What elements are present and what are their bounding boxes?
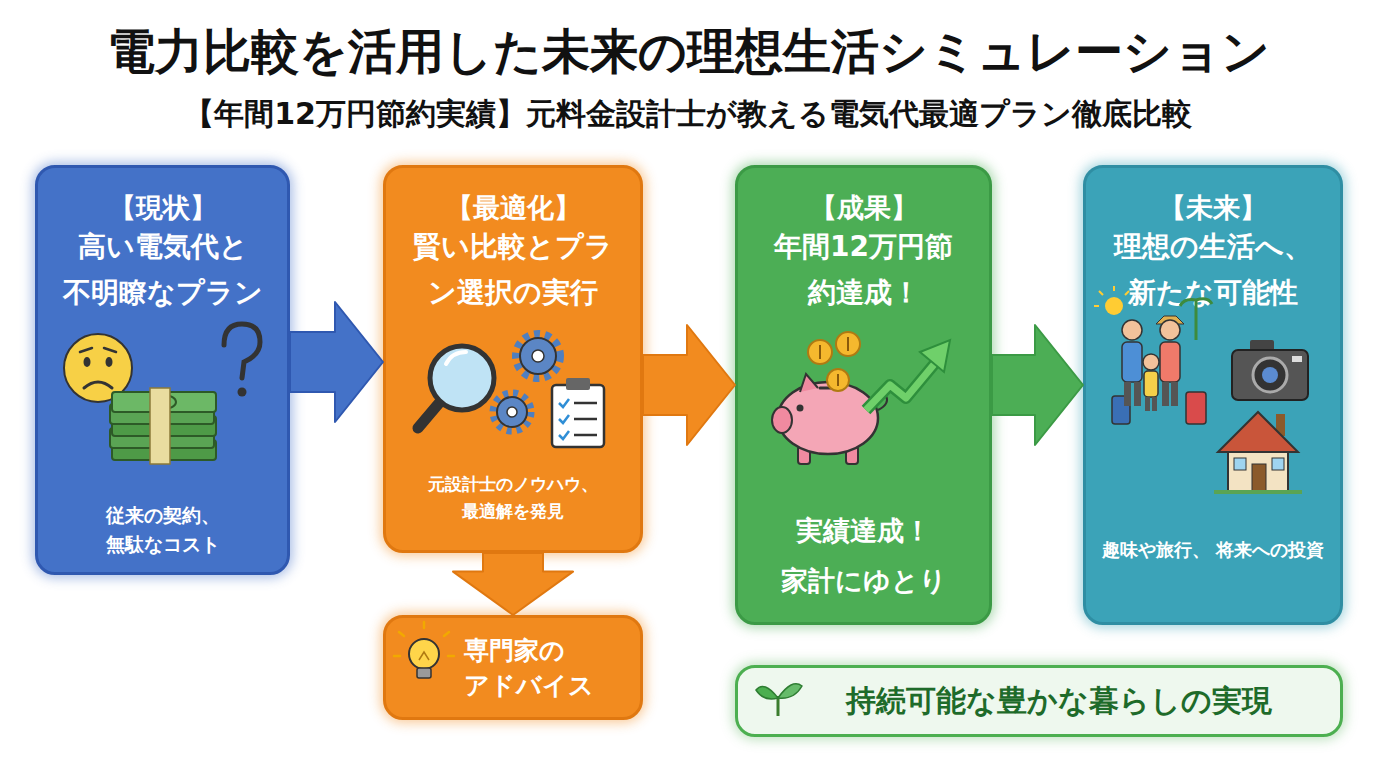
node-heading: 【最適化】 [386,190,640,225]
process-box: 【最適化】賢い比較とプラン選択の実行元設計士のノウハウ、 最適解を発見 [383,165,643,553]
node-heading: 【現状】 [38,190,287,225]
node-text: 賢い比較とプラン選択の実行 [386,224,640,316]
node-text: 高い電気代と 不明瞭なプラン [38,224,287,316]
status-box: 【現状】高い電気代と 不明瞭なプラン従来の契約、 無駄なコスト [35,165,290,575]
advice-box: 専門家の アドバイス [383,615,643,720]
node-text: 趣味や旅行、 将来への投資 [1086,536,1340,565]
node-heading: 【未来】 [1086,190,1340,225]
future-box: 【未来】理想の生活へ、 新たな可能性趣味や旅行、 将来への投資 [1083,165,1343,625]
flow-arrow [290,302,383,422]
node-heading: 【成果】 [738,190,989,225]
node-text: 実績達成！ 家計にゆとり [738,506,989,606]
flow-arrow [992,325,1083,445]
node-text: 年間12万円節約達成！ [738,224,989,316]
flow-arrow [643,325,735,445]
flow-arrow [453,553,573,615]
summary-banner: 持続可能な豊かな暮らしの実現 [735,665,1343,737]
node-text: 理想の生活へ、 新たな可能性 [1086,224,1340,316]
node-text: 従来の契約、 無駄なコスト [38,501,287,560]
node-text: 元設計士のノウハウ、 最適解を発見 [386,471,640,525]
node-heading: 専門家の アドバイス [464,633,640,703]
subtitle: 【年間12万円節約実績】元料金設計士が教える電気代最適プラン徹底比較 [0,94,1376,135]
title: 電力比較を活用した未来の理想生活シミュレーション [0,20,1376,84]
result-box: 【成果】年間12万円節約達成！ 実績達成！ 家計にゆとり [735,165,992,625]
node-heading: 持続可能な豊かな暮らしの実現 [846,683,1272,719]
